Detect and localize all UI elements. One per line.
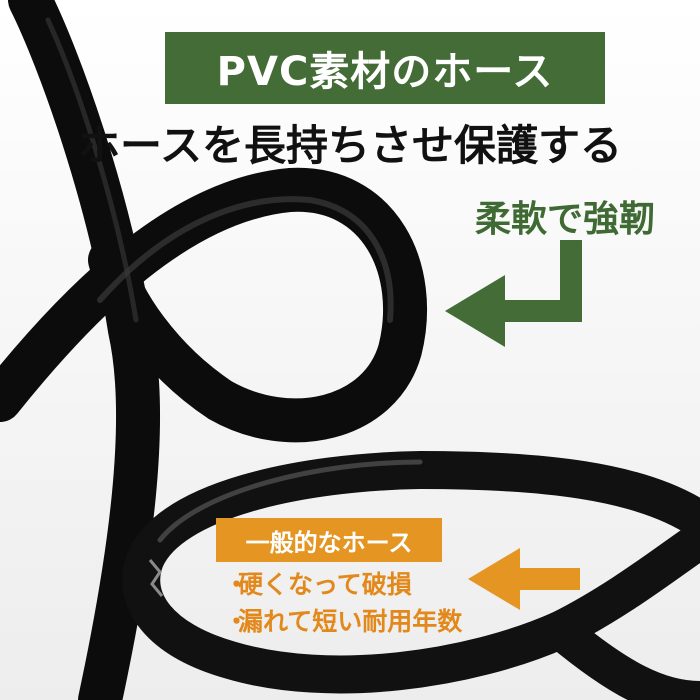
arrow-orange-icon xyxy=(468,548,580,610)
common-hose-badge: 一般的なホース xyxy=(245,528,413,557)
headline: ホースを長持ちさせ保護する xyxy=(78,120,622,170)
badge-background xyxy=(216,518,442,562)
point-item: ・ 漏れて短い耐用年数 xyxy=(224,603,504,637)
point-item: ・ 硬くなって破損 xyxy=(224,566,504,600)
point-text: 漏れて短い耐用年数 xyxy=(238,607,463,636)
tagline: 柔軟で強靭 xyxy=(474,199,655,240)
banner-background xyxy=(165,32,605,104)
bullet-icon: ・ xyxy=(224,607,250,636)
hose-lower-tail xyxy=(541,611,700,700)
hose-lower-highlight xyxy=(157,459,423,543)
material-banner: PVC素材のホース xyxy=(216,49,554,95)
arrow-green-icon xyxy=(445,240,582,347)
point-text: 硬くなって破損 xyxy=(238,570,412,599)
hose-strand-highlight xyxy=(45,17,139,323)
bullet-icon: ・ xyxy=(224,570,250,599)
hose-upper-highlight xyxy=(97,196,394,323)
hose-crack xyxy=(148,559,164,597)
